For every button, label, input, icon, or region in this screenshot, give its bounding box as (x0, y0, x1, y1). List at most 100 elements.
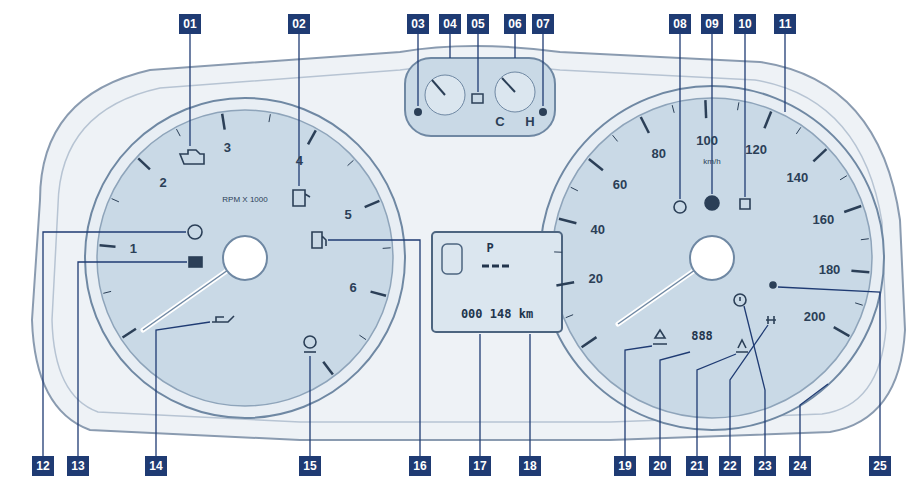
callout-number: 05 (467, 14, 489, 34)
callout-number: 08 (669, 14, 691, 34)
scale-tick (855, 303, 863, 305)
scale-label: 40 (590, 222, 604, 235)
scale-label: 200 (804, 310, 826, 323)
scale-tick (571, 187, 578, 191)
scale-ticks (100, 100, 870, 374)
scale-tick (613, 135, 618, 141)
scale-label: km/h (703, 158, 720, 166)
callout-number: 21 (686, 456, 708, 476)
scale-tick (554, 251, 562, 252)
scale-label: 80 (652, 146, 666, 159)
callout-number: 03 (407, 14, 429, 34)
speedo-hub (690, 236, 734, 280)
warning-dot (414, 108, 422, 116)
scale-tick (176, 129, 180, 136)
warning-icons (180, 150, 776, 352)
fuel-needle (432, 80, 445, 95)
scale-tick (103, 291, 111, 293)
callout-number: 14 (145, 456, 167, 476)
scale-tick (844, 206, 861, 212)
scale-label: 60 (613, 178, 627, 191)
scale-tick (383, 247, 391, 249)
scale-tick (371, 292, 386, 296)
scale-tick (359, 335, 366, 339)
callout-number: 16 (409, 456, 431, 476)
gauge-panel (405, 58, 555, 136)
scale-tick (100, 245, 116, 246)
display-frame (432, 232, 562, 332)
scale-tick (582, 337, 597, 347)
scale-tick (112, 199, 119, 202)
display-panel: CH (405, 58, 555, 136)
display-bars (482, 265, 512, 268)
scale-label: 180 (819, 262, 841, 275)
warning-icon (472, 94, 483, 103)
scale-label: 888 (691, 330, 713, 342)
callout-number: 25 (869, 456, 891, 476)
scale-tick (764, 112, 771, 129)
scale-tick (672, 105, 674, 113)
callout-number: 20 (649, 456, 671, 476)
callout-number: 17 (469, 456, 491, 476)
gauge-dial: 20 40 60 80 100 120 140 160 180 200 km/h 888 (540, 86, 884, 430)
scale-tick (738, 102, 739, 110)
scale-tick (813, 149, 826, 161)
gauge-label: H (525, 115, 534, 128)
tach-face (97, 110, 393, 406)
scale-tick (556, 282, 574, 285)
tach-bezel (85, 98, 405, 418)
scale-label: 160 (813, 213, 835, 226)
scale-tick (641, 117, 649, 133)
cluster-housing (32, 46, 905, 440)
scale-label: 6 (350, 280, 357, 293)
scale-tick (348, 160, 354, 165)
temp-gauge (495, 72, 535, 112)
callout-number: 11 (774, 14, 796, 34)
scale-label: RPM X 1000 (222, 196, 267, 204)
scale-tick (851, 271, 869, 273)
warning-dot (539, 108, 547, 116)
callout-number: 04 (439, 14, 461, 34)
scale-tick (138, 158, 150, 169)
gauge-label: 000 148 km (461, 308, 533, 320)
tach-hub (223, 236, 267, 280)
callout-number: 10 (734, 14, 756, 34)
scale-tick (796, 127, 800, 134)
callout-number: 22 (719, 456, 741, 476)
scale-tick (123, 329, 136, 338)
callout-number: 01 (179, 14, 201, 34)
scale-label: 120 (745, 142, 767, 155)
scale-label: 140 (787, 170, 809, 183)
scale-label: 100 (696, 134, 718, 147)
scale-label: 3 (224, 141, 231, 154)
callout-number: 09 (701, 14, 723, 34)
callout-number: 23 (754, 456, 776, 476)
scale-label: 20 (589, 272, 603, 285)
callout-number: 18 (519, 456, 541, 476)
callout-number: 15 (299, 456, 321, 476)
scale-tick (834, 327, 850, 336)
scale-tick (559, 219, 576, 223)
scale-tick (365, 201, 380, 207)
callout-number: 13 (67, 456, 89, 476)
scale-tick (589, 159, 603, 170)
callout-number: 12 (32, 456, 54, 476)
fuel-gauge (425, 75, 465, 115)
callout-number: 06 (504, 14, 526, 34)
scale-label: 1 (130, 242, 137, 255)
display-icon (442, 244, 462, 274)
scale-tick (308, 130, 316, 144)
temp-needle (502, 78, 515, 92)
speedo-bezel (540, 86, 884, 430)
scale-label: 4 (296, 154, 303, 167)
scale-tick (861, 238, 869, 240)
callout-number: 02 (288, 14, 310, 34)
scale-tick (566, 315, 573, 318)
gauge-dial: 1 2 3 4 5 6 RPM X 1000 (87, 100, 403, 416)
scale-label: 2 (159, 175, 166, 188)
scale-tick (840, 176, 847, 180)
scale-tick (269, 114, 270, 122)
gauge-label: C (495, 115, 504, 128)
scale-label: 5 (344, 208, 351, 221)
leader-lines (43, 34, 880, 456)
